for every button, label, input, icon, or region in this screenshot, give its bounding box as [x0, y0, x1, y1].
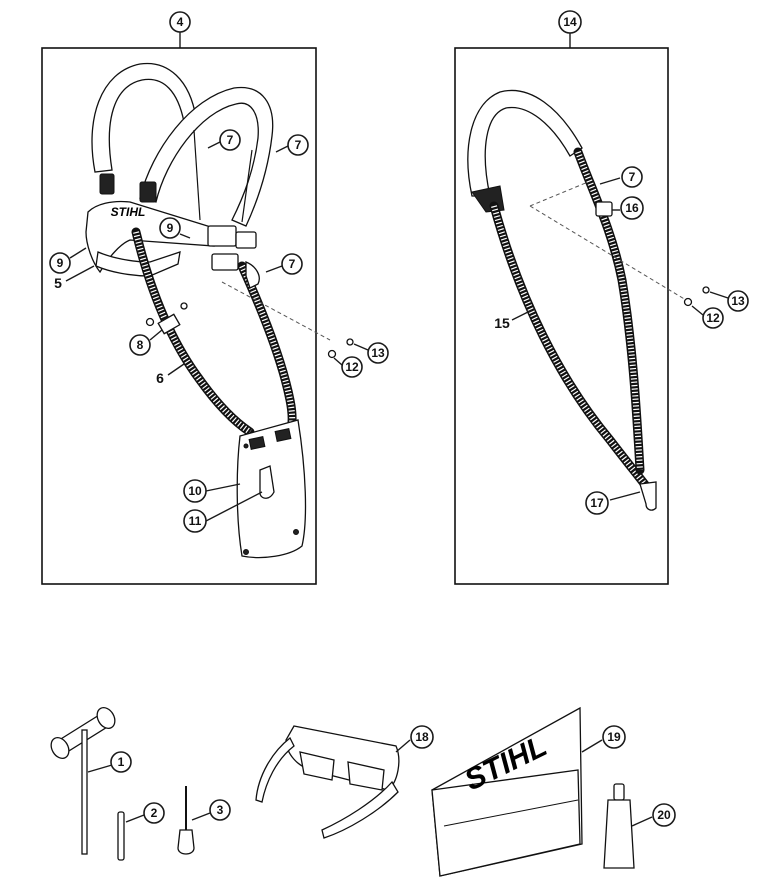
label-15: 15: [494, 315, 510, 331]
svg-text:4: 4: [177, 15, 184, 29]
svg-text:9: 9: [167, 221, 174, 235]
single-strap-frame: [454, 47, 669, 585]
grease-tube: 20: [603, 783, 676, 869]
svg-text:18: 18: [415, 730, 429, 744]
svg-text:7: 7: [629, 170, 636, 184]
svg-text:3: 3: [217, 803, 224, 817]
svg-text:13: 13: [371, 346, 385, 360]
hip-belt: STIHL: [85, 200, 257, 277]
callout-12-right[interactable]: 12: [702, 307, 724, 329]
svg-text:9: 9: [57, 256, 64, 270]
svg-text:7: 7: [227, 133, 234, 147]
svg-text:14: 14: [563, 15, 577, 29]
callout-7-right[interactable]: 7: [621, 166, 643, 188]
callout-3[interactable]: 3: [209, 799, 231, 821]
callout-2[interactable]: 2: [143, 802, 165, 824]
callout-8[interactable]: 8: [129, 334, 151, 356]
callout-1[interactable]: 1: [110, 751, 132, 773]
callout-9-b[interactable]: 9: [49, 252, 71, 274]
callout-11[interactable]: 11: [183, 509, 207, 533]
harness-group: 4 STIHL: [41, 11, 389, 585]
callout-7-b[interactable]: 7: [287, 134, 309, 156]
harness-frame: [41, 47, 317, 585]
callout-17[interactable]: 17: [585, 491, 609, 515]
label-6: 6: [156, 370, 164, 386]
safety-glasses: 18: [255, 725, 434, 839]
svg-text:16: 16: [625, 201, 639, 215]
callout-13-right[interactable]: 13: [727, 290, 749, 312]
svg-text:7: 7: [295, 138, 302, 152]
shoulder-straps: [91, 62, 274, 227]
callout-7-c[interactable]: 7: [281, 253, 303, 275]
svg-text:12: 12: [345, 360, 359, 374]
callout-10[interactable]: 10: [183, 479, 207, 503]
svg-text:2: 2: [151, 806, 158, 820]
svg-text:1: 1: [118, 755, 125, 769]
callout-19[interactable]: 19: [602, 725, 626, 749]
svg-text:11: 11: [189, 514, 202, 528]
svg-text:17: 17: [590, 496, 604, 510]
svg-text:8: 8: [137, 338, 144, 352]
callout-14[interactable]: 14: [558, 10, 582, 34]
label-5: 5: [54, 275, 62, 291]
callout-9-a[interactable]: 9: [159, 217, 181, 239]
adjustment-pin: 2: [117, 802, 165, 861]
screwdriver: 3: [177, 786, 231, 855]
callout-12-left[interactable]: 12: [341, 356, 363, 378]
hip-plate: [236, 419, 307, 559]
callout-16[interactable]: 16: [620, 196, 644, 220]
single-strap-group: 14 7 16 15 17 12 13: [454, 10, 749, 585]
accessories-group: 1 2 3 18: [50, 706, 676, 877]
callout-18[interactable]: 18: [410, 725, 434, 749]
svg-text:19: 19: [607, 730, 621, 744]
callout-13-left[interactable]: 13: [367, 342, 389, 364]
harness-brand: STIHL: [111, 205, 146, 219]
shoulder-pad: [467, 89, 583, 197]
svg-text:20: 20: [657, 808, 671, 822]
callout-20[interactable]: 20: [652, 803, 676, 827]
svg-text:13: 13: [731, 294, 745, 308]
callout-7-a[interactable]: 7: [219, 129, 241, 151]
svg-text:7: 7: [289, 257, 296, 271]
diagonal-strap: [131, 227, 297, 441]
svg-text:12: 12: [706, 311, 720, 325]
svg-text:10: 10: [188, 484, 202, 498]
combination-wrench: 1: [50, 707, 132, 855]
callout-4[interactable]: 4: [169, 11, 191, 33]
tool-pouch: STIHL 19: [431, 706, 626, 877]
